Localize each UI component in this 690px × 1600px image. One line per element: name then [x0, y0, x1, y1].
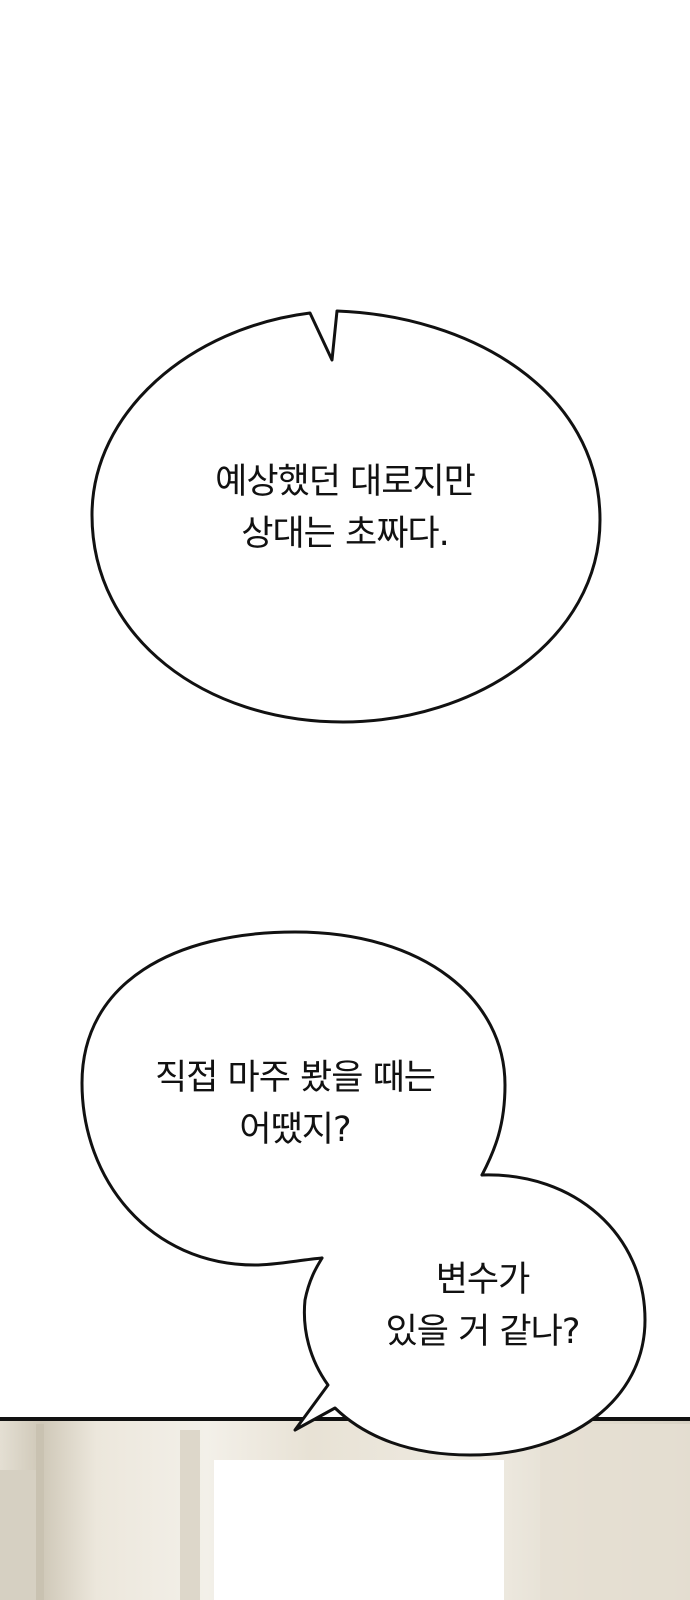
middle-bubble-text: 직접 마주 봤을 때는 어땠지? [100, 1052, 490, 1156]
bottom-bubble-line-2: 있을 거 같나? [385, 1312, 581, 1352]
bottom-bubble-line-1: 변수가 [435, 1260, 531, 1300]
linked-speech-bubbles [80, 930, 647, 1457]
background-scene [0, 1417, 690, 1600]
middle-speech-bubble [80, 930, 507, 1267]
middle-bubble-line-1: 직접 마주 봤을 때는 [155, 1058, 436, 1098]
bottom-speech-bubble [293, 1173, 647, 1457]
top-bubble-line-2: 상대는 초짜다. [241, 514, 449, 554]
bottom-bubble-text: 변수가 있을 거 같나? [335, 1254, 630, 1358]
top-bubble-line-1: 예상했던 대로지만 [215, 462, 476, 502]
middle-bubble-line-2: 어땠지? [239, 1110, 351, 1150]
top-speech-bubble [90, 309, 602, 724]
top-bubble-text: 예상했던 대로지만 상대는 초짜다. [120, 456, 570, 560]
